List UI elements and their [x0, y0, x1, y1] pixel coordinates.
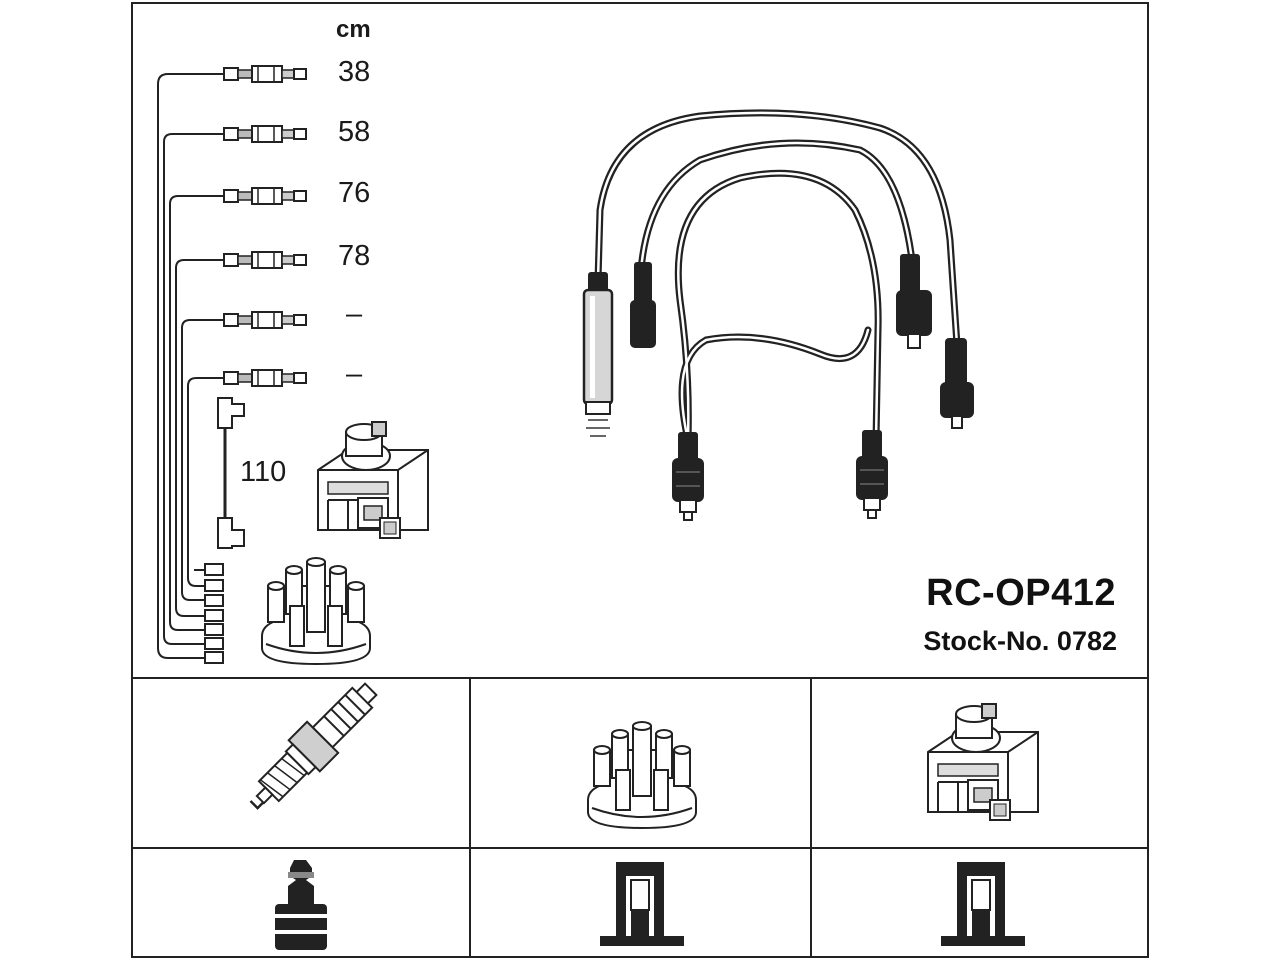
spark-plug-terminal-icon: [275, 860, 327, 950]
cable-length-label: –: [346, 358, 363, 390]
product-code: RC-OP412: [926, 572, 1116, 614]
distributor-cap-icon: [261, 557, 371, 665]
spark-plug-boot: [855, 429, 889, 519]
cable-connector-icon: [223, 251, 307, 269]
ignition-lead-set-icon: [582, 109, 974, 521]
spark-plug-boot: [671, 431, 705, 521]
cable-bundle: [157, 73, 224, 659]
spark-plug-icon: [249, 682, 378, 810]
coil-lead: [217, 397, 245, 549]
cable-connector-icon: [223, 125, 307, 143]
cap-terminal-icon: [600, 862, 684, 946]
cable-connector-icon: [223, 311, 307, 329]
distributor-cap-icon: [587, 721, 697, 829]
cable-connector-icon: [223, 369, 307, 387]
ignition-coil-icon: [927, 703, 1039, 821]
cable-connector-icon: [223, 187, 307, 205]
cable-connector-icon: [223, 65, 307, 83]
length-unit-label: cm: [336, 16, 371, 43]
cap-terminal-stack: [204, 563, 224, 664]
ignition-coil-icon: [317, 421, 429, 539]
cable-length-label: 76: [338, 177, 371, 209]
cable-length-label: 78: [338, 240, 371, 272]
coil-lead-length-label: 110: [240, 456, 287, 488]
cable-length-label: 58: [338, 116, 371, 148]
coil-terminal-icon: [941, 862, 1025, 946]
cable-length-label: –: [346, 298, 363, 330]
stock-number: Stock-No. 0782: [923, 626, 1117, 656]
cable-length-label: 38: [338, 56, 371, 88]
